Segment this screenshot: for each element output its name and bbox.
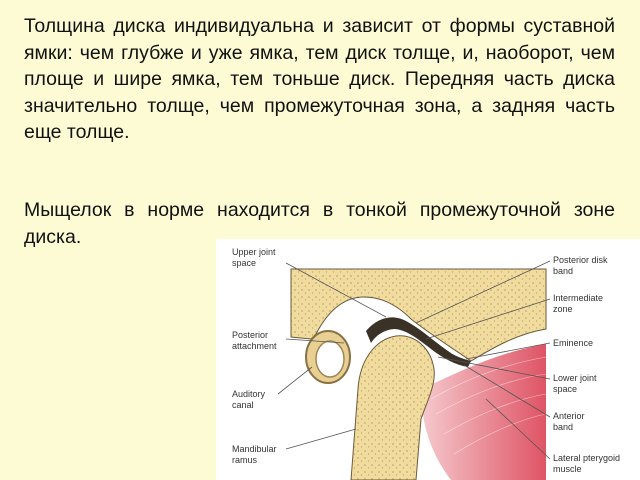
paragraph-disk-thickness: Толщина диска индивидуальна и зависит от…	[24, 15, 615, 143]
lateral-pterygoid-muscle	[421, 344, 546, 480]
paragraph-condyle-position: Мыщелок в норме находится в тонкой проме…	[24, 199, 615, 248]
mandibular-condyle	[350, 335, 435, 480]
label-eminence: Eminence	[553, 338, 593, 348]
articular-disk	[366, 317, 471, 367]
